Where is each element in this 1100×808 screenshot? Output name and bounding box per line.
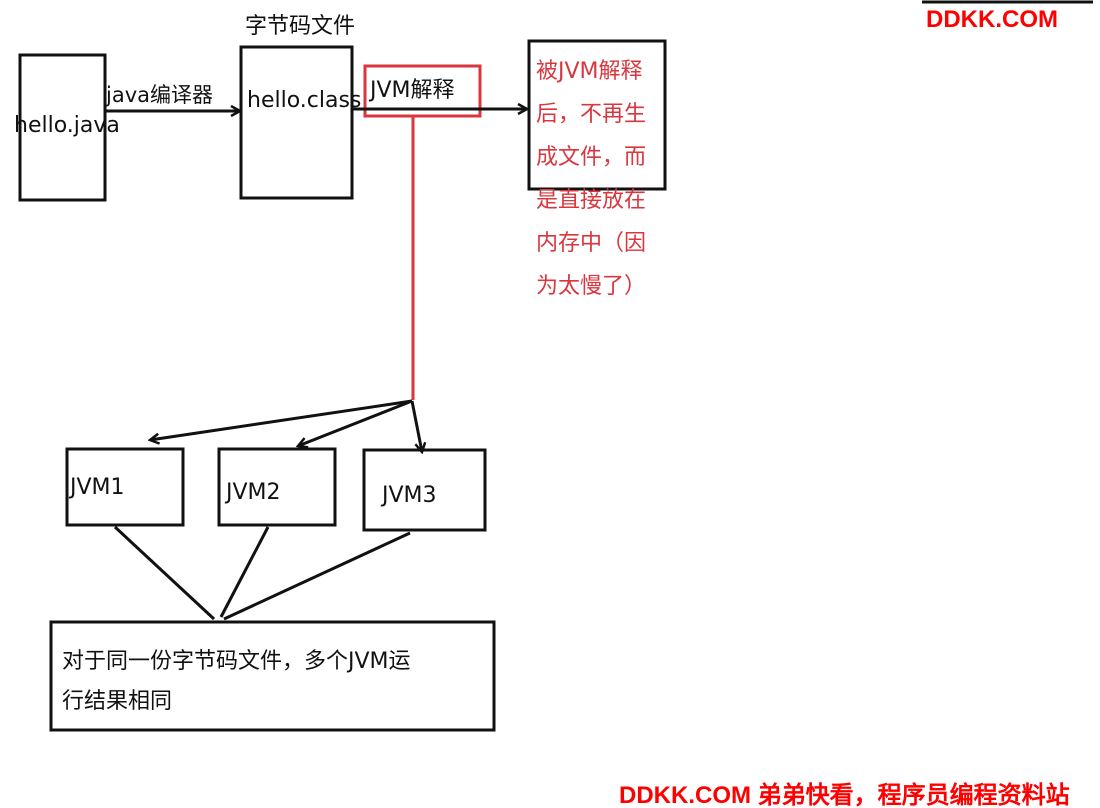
bytecode-title: 字节码文件 [245, 14, 355, 39]
result-box [49, 620, 496, 732]
note-line: 成文件，而 [536, 145, 646, 170]
note-line: 为太慢了） [536, 274, 646, 299]
branch-arrow-jvm3 [410, 400, 422, 452]
jvm2-label: JVM2 [224, 480, 281, 505]
converge-line-jvm3 [223, 531, 411, 621]
result-line: 对于同一份字节码文件，多个JVM运 [62, 649, 411, 674]
note-box [527, 39, 667, 191]
bytecode-file-label: hello.class [247, 88, 361, 113]
jvm1-label: JVM1 [68, 475, 125, 500]
converge-line-jvm1 [113, 525, 216, 621]
jvm2-box [217, 447, 337, 527]
watermark-top: DDKK.COM [926, 6, 1058, 33]
note-line: 是直接放在 [536, 188, 646, 213]
note-line: 被JVM解释 [536, 59, 643, 84]
source-file-box [18, 53, 107, 202]
bytecode-file-box [239, 45, 354, 200]
jvm3-label: JVM3 [380, 483, 437, 508]
result-line: 行结果相同 [62, 689, 172, 714]
jvm1-box [65, 447, 185, 527]
interpret-label: JVM解释 [368, 78, 455, 103]
source-file-label: hello.java [14, 113, 120, 138]
jvm3-box [362, 448, 487, 532]
branch-arrow-jvm1 [150, 399, 413, 440]
watermark-bottom: DDKK.COM 弟弟快看，程序员编程资料站 [619, 781, 1070, 808]
compiler-edge-label: java编译器 [105, 83, 213, 107]
converge-line-jvm2 [219, 526, 270, 618]
branch-arrow-jvm2 [298, 399, 413, 446]
note-line: 后，不再生 [536, 102, 646, 127]
note-line: 内存中（因 [536, 231, 646, 256]
